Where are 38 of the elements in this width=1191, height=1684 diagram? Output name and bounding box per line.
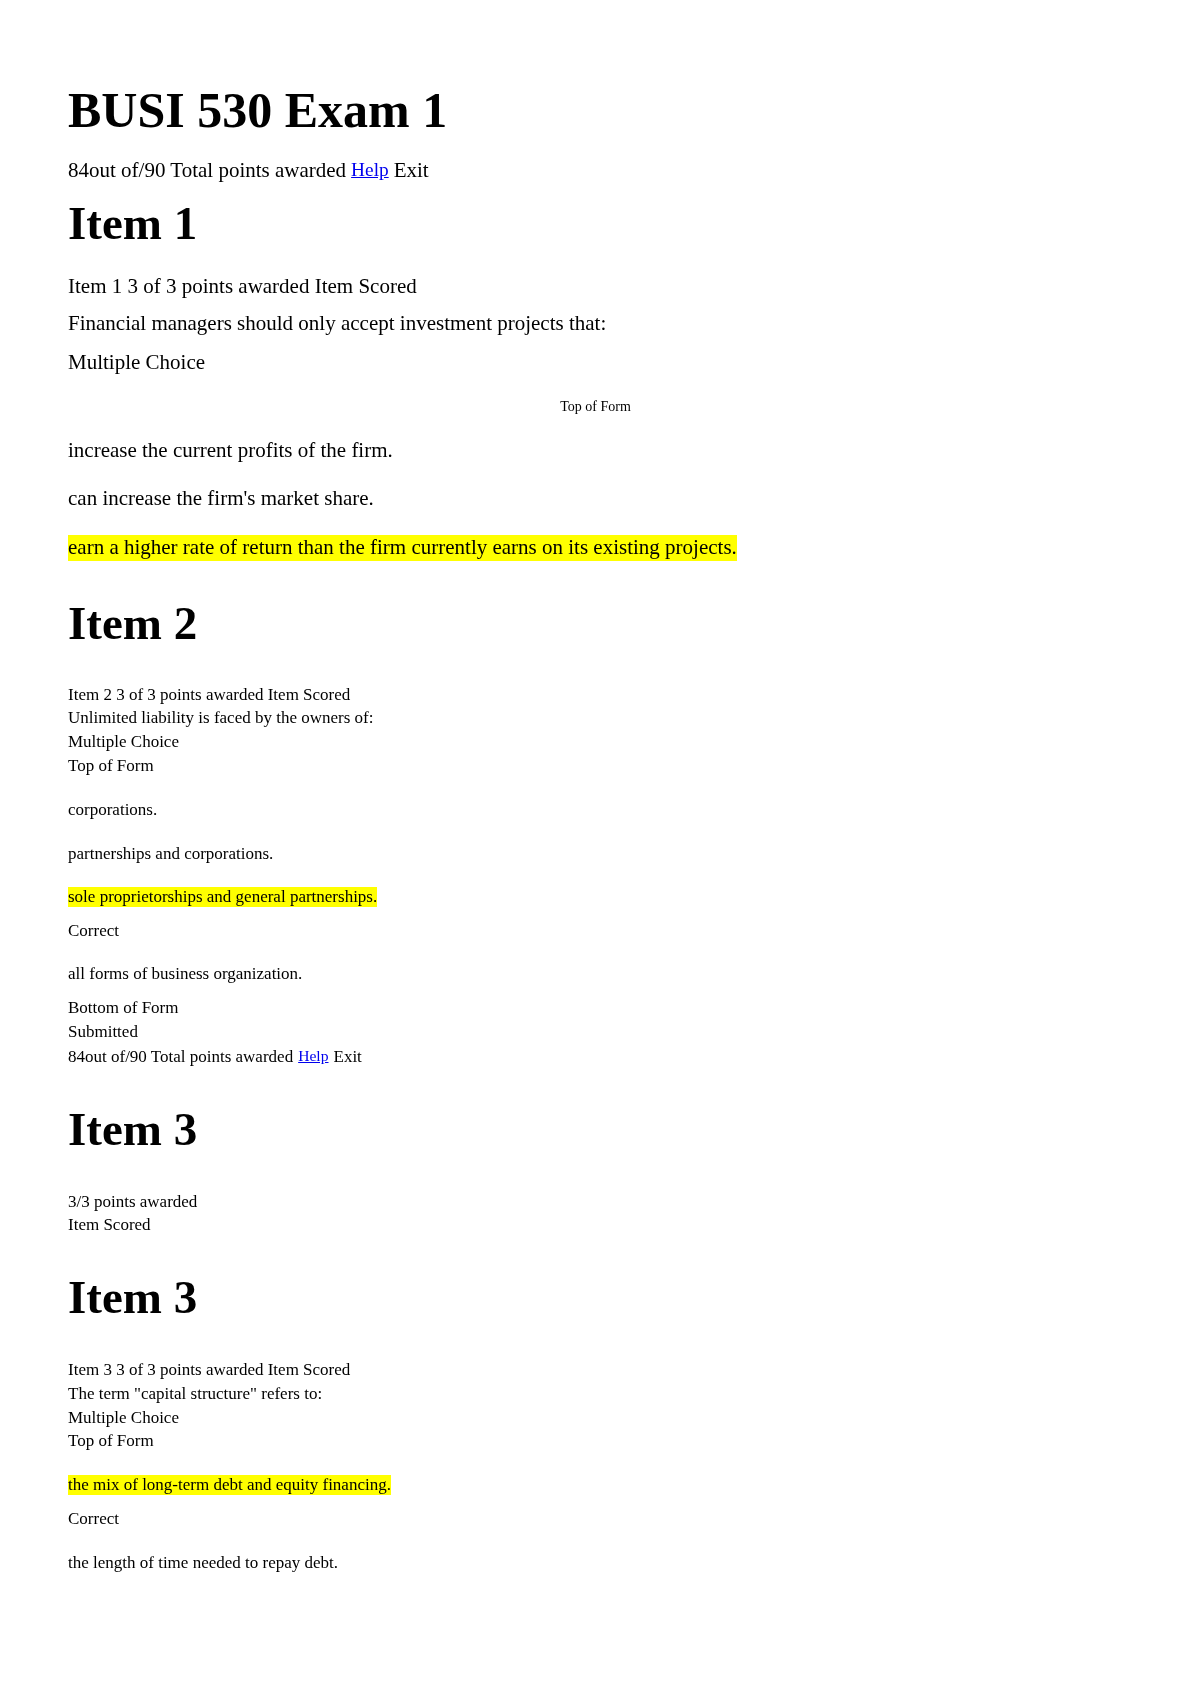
text-line: Multiple Choice <box>68 350 206 376</box>
item-heading: Item 1 <box>68 195 198 251</box>
highlighted-answer: earn a higher rate of return than the firm currently earns on its existing projects. <box>68 535 737 561</box>
text-line: the length of time needed to repay debt. <box>68 1552 339 1574</box>
text-line: corporations. <box>68 799 158 821</box>
item-heading: Item 3 <box>68 1269 198 1325</box>
text-line: 84out of/90 Total points awarded <box>68 1046 294 1068</box>
page-title: BUSI 530 Exam 1 <box>68 81 448 140</box>
text-line: Financial managers should only accept investment projects that: <box>68 311 607 337</box>
text-line: Item 2 3 of 3 points awarded Item Scored <box>68 684 351 706</box>
text-line: Exit <box>393 158 429 184</box>
text-line: Exit <box>333 1046 362 1068</box>
text-line: Item 3 3 of 3 points awarded Item Scored <box>68 1359 351 1381</box>
text-line: Correct <box>68 920 119 942</box>
text-line: all forms of business organization. <box>68 963 303 985</box>
text-line: Item Scored <box>68 1214 151 1236</box>
highlighted-answer: sole proprietorships and general partnerships. <box>68 886 378 908</box>
text-line: 84out of/90 Total points awarded <box>68 158 347 184</box>
text-line: Submitted <box>68 1021 138 1043</box>
text-line: 3/3 points awarded <box>68 1191 198 1213</box>
text-line: Top of Form <box>68 755 154 777</box>
text-line: Correct <box>68 1508 119 1530</box>
text-line: can increase the firm's market share. <box>68 486 374 512</box>
text-line: increase the current profits of the firm. <box>68 438 393 464</box>
text-line: Multiple Choice <box>68 1407 179 1429</box>
highlighted-answer: the mix of long-term debt and equity financing. <box>68 1474 391 1496</box>
text-line: Bottom of Form <box>68 997 179 1019</box>
text-line: The term "capital structure" refers to: <box>68 1383 323 1405</box>
text-line: Top of Form <box>560 398 631 416</box>
text-line: Item 1 3 of 3 points awarded Item Scored <box>68 274 417 300</box>
help-link: Help <box>351 158 389 183</box>
item-heading: Item 2 <box>68 595 198 651</box>
text-line: partnerships and corporations. <box>68 843 274 865</box>
text-line: Unlimited liability is faced by the owners of: <box>68 707 374 729</box>
help-link: Help <box>298 1046 329 1066</box>
text-line: Top of Form <box>68 1430 154 1452</box>
item-heading: Item 3 <box>68 1101 198 1157</box>
text-line: Multiple Choice <box>68 731 179 753</box>
